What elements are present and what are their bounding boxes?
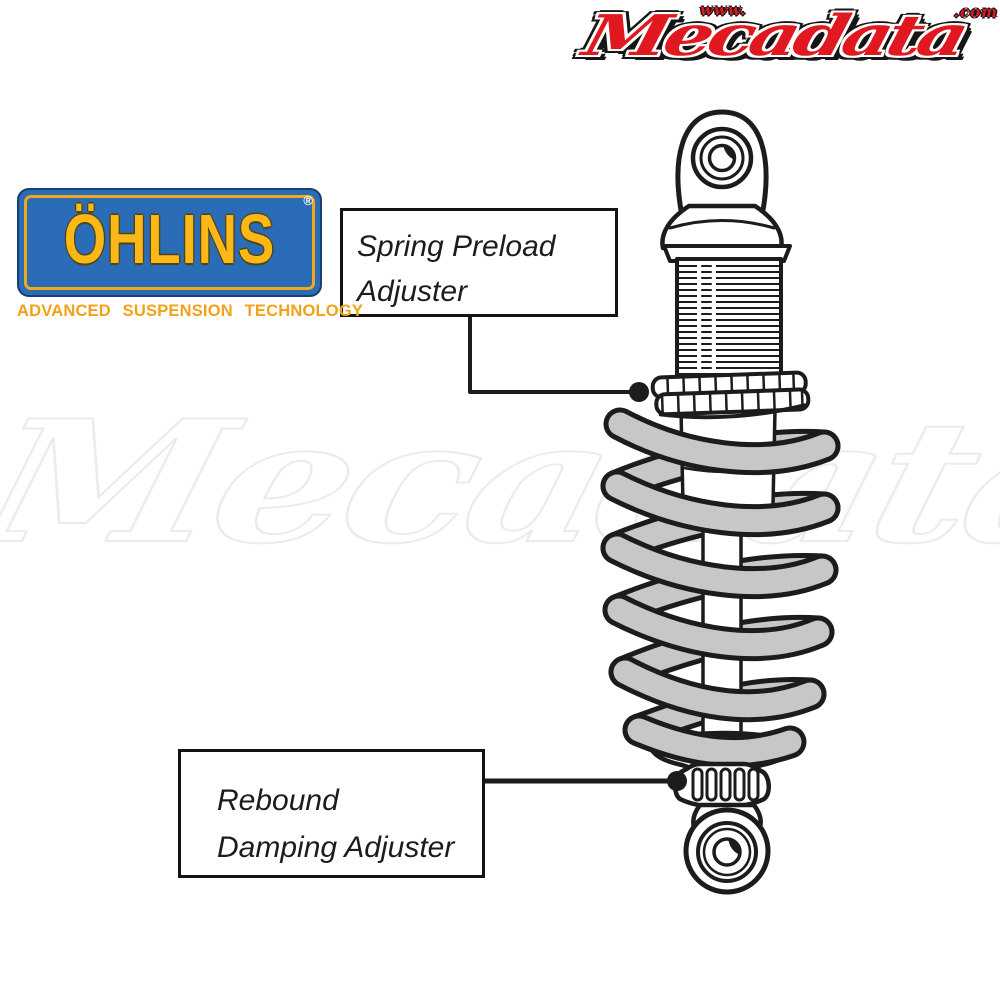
spring-preload-label-line2: Adjuster — [357, 275, 468, 308]
top-eyelet — [675, 109, 769, 219]
spring-preload-connector — [468, 310, 649, 402]
rebound-damping-adjuster-label-box: Rebound Damping Adjuster — [178, 749, 485, 878]
rebound-label-line2: Damping Adjuster — [217, 831, 455, 864]
spring-preload-adjuster-label-box: Spring Preload Adjuster — [340, 208, 618, 317]
bottom-eyelet — [683, 802, 771, 895]
preload-adjuster-rings — [650, 370, 811, 420]
registered-trademark-symbol: ® — [303, 193, 313, 208]
rebound-label-line1: Rebound — [217, 784, 339, 817]
top-cap — [660, 203, 792, 263]
rebound-connector — [479, 771, 687, 791]
rebound-adjuster-knob — [673, 761, 771, 810]
ohlins-inner-frame — [24, 195, 315, 290]
ohlins-tagline: ADVANCED SUSPENSION TECHNOLOGY — [17, 302, 364, 320]
ohlins-brand-text: ÖHLINS — [63, 201, 276, 279]
threaded-body — [675, 257, 783, 377]
ohlins-logo: ÖHLINS ® ADVANCED SUSPENSION TECHNOLOGY — [17, 188, 364, 321]
mecadata-www-prefix: www. — [700, 1, 747, 19]
spring-preload-label-line1: Spring Preload — [357, 230, 556, 263]
coil-spring-front — [600, 407, 841, 769]
mecadata-com-suffix: .com — [953, 3, 998, 21]
mecadata-logo: www. Mecadata .com — [577, 1, 998, 74]
ohlins-logo-box: ÖHLINS ® — [17, 188, 322, 297]
mecadata-brand-text: Mecadata — [576, 3, 971, 69]
